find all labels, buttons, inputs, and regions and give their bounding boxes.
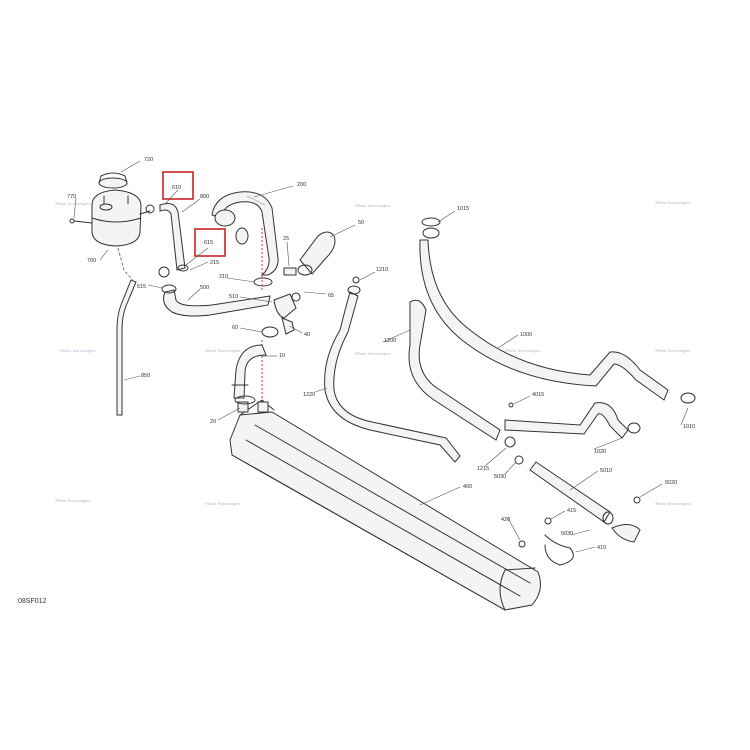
callout-215: 215 <box>210 260 219 266</box>
callout-410: 410 <box>597 545 606 551</box>
callout-4015: 4015 <box>532 392 544 398</box>
callout-615: 615 <box>204 240 213 246</box>
hose-610-615 <box>159 203 186 271</box>
radiator <box>229 399 541 611</box>
hose-1000 <box>419 239 669 401</box>
callout-1210: 1210 <box>376 267 388 273</box>
callout-25: 25 <box>283 236 289 242</box>
watermarks: ®Best Technologies ®Best Technologies ®B… <box>55 200 690 506</box>
hose-1220 <box>324 291 461 463</box>
callout-400: 400 <box>463 484 472 490</box>
hose-1020 <box>504 402 629 439</box>
overflow-hose <box>116 279 137 416</box>
connector-50 <box>299 231 336 275</box>
hose-1200 <box>408 299 501 441</box>
callout-210: 210 <box>219 274 228 280</box>
callout-40: 40 <box>304 332 310 338</box>
callout-1015: 1015 <box>457 206 469 212</box>
callout-770: 770 <box>67 194 76 200</box>
watermark: ®Best Technologies <box>205 348 240 353</box>
callout-1000: 1000 <box>520 332 532 338</box>
watermark: ®Best Technologies <box>205 501 240 506</box>
watermark: ®Best Technologies <box>355 203 390 208</box>
callout-1215: 1215 <box>477 466 489 472</box>
watermark: ®Best Technologies <box>505 348 540 353</box>
watermark: ®Best Technologies <box>55 201 90 206</box>
callout-65: 65 <box>328 293 334 299</box>
callout-5030-top: 5030 <box>494 474 506 480</box>
leader-lines <box>73 160 689 553</box>
figure-code: 08SF012 <box>18 598 47 605</box>
callout-1010: 1010 <box>683 424 695 430</box>
watermark: ®Best Technologies <box>655 501 690 506</box>
callout-20: 20 <box>210 419 216 425</box>
callout-420: 420 <box>501 517 510 523</box>
highlight-615 <box>194 228 226 257</box>
callout-720: 720 <box>144 157 153 163</box>
callout-5010: 5010 <box>600 468 612 474</box>
callout-610: 610 <box>172 185 181 191</box>
watermark: ®Best Technologies <box>355 351 390 356</box>
watermark: ®Best Technologies <box>60 348 95 353</box>
callout-500: 500 <box>200 285 209 291</box>
callout-1200: 1200 <box>384 338 396 344</box>
callout-10: 10 <box>279 353 285 359</box>
callout-5020: 5020 <box>665 480 677 486</box>
callout-510: 510 <box>229 294 238 300</box>
callout-60: 60 <box>232 325 238 331</box>
hose-500 <box>163 289 271 317</box>
highlight-610 <box>162 171 194 200</box>
callout-1020: 1020 <box>594 449 606 455</box>
coolant-reservoir <box>69 172 151 247</box>
callout-700: 700 <box>87 258 96 264</box>
watermark: ®Best Technologies <box>655 200 690 205</box>
callout-800: 800 <box>200 194 209 200</box>
callout-50: 50 <box>358 220 364 226</box>
callouts: 720 770 700 610 800 615 215 200 25 50 10… <box>67 157 695 551</box>
callout-850: 850 <box>141 373 150 379</box>
callout-415: 415 <box>567 508 576 514</box>
callout-1220: 1220 <box>303 392 315 398</box>
hose-200 <box>211 191 279 276</box>
watermark: ®Best Technologies <box>655 348 690 353</box>
callout-5030-bottom: 5030 <box>561 531 573 537</box>
sensor-5020 <box>611 524 641 543</box>
callout-515: 515 <box>137 284 146 290</box>
watermark: ®Best Technologies <box>55 498 90 503</box>
callout-200: 200 <box>297 182 306 188</box>
